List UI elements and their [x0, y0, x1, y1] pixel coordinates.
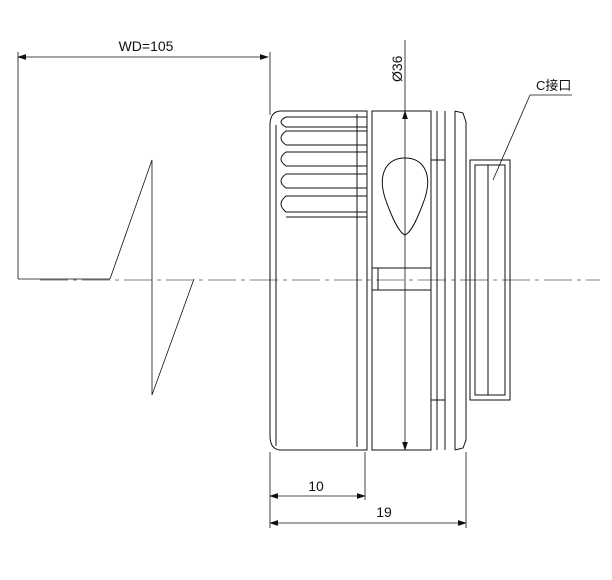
mount-label: C接口: [536, 78, 571, 93]
length-total-label: 19: [376, 504, 392, 520]
object-break-lines: [18, 159, 195, 396]
length-dimensions: 10 19: [269, 452, 467, 528]
length-front-label: 10: [308, 478, 324, 494]
c-mount: C接口: [469, 78, 572, 401]
diameter-dimension: Ø36: [389, 40, 408, 451]
wd-label: WD=105: [119, 38, 174, 54]
wd-dimension: WD=105: [17, 38, 271, 279]
focus-ring: [371, 110, 467, 451]
front-barrel: [269, 110, 368, 451]
thread-grooves: [280, 116, 367, 218]
diameter-label: Ø36: [389, 55, 405, 82]
